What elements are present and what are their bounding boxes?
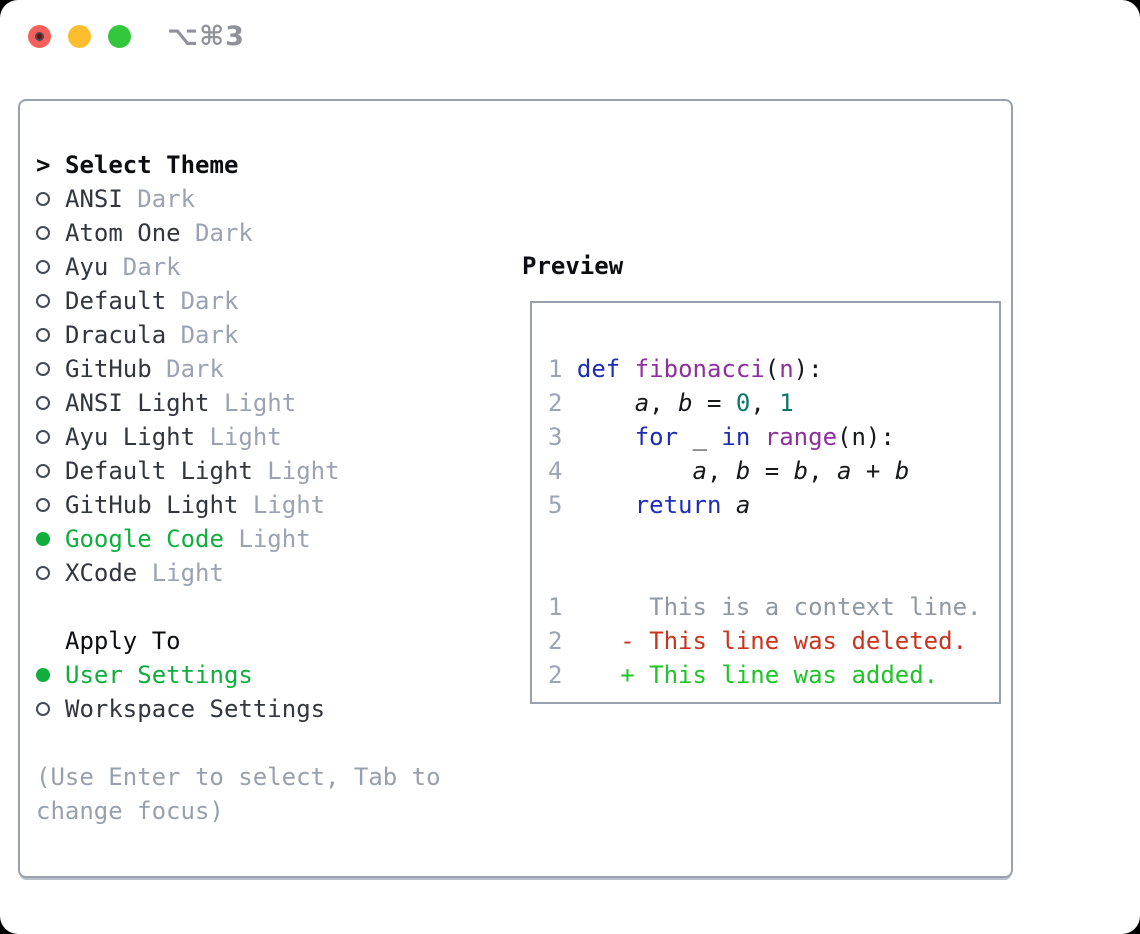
close-button[interactable] — [28, 25, 51, 48]
theme-name: Default Light — [65, 457, 253, 485]
theme-name: Atom One — [65, 219, 181, 247]
help-line: (Use Enter to select, Tab to — [36, 763, 441, 791]
spacer — [36, 590, 441, 624]
theme-option-atom-one[interactable]: Atom One Dark — [36, 216, 441, 250]
code-line: 2 a, b = 0, 1 — [548, 389, 794, 417]
radio-icon — [36, 566, 65, 580]
code-line: 1 This is a context line. — [548, 593, 982, 621]
theme-option-default-light[interactable]: Default Light Light — [36, 454, 441, 488]
theme-name: Ayu Light — [65, 423, 196, 451]
theme-variant: Light — [209, 389, 297, 417]
theme-variant: Dark — [108, 253, 181, 281]
theme-name: GitHub — [65, 355, 152, 383]
radio-icon — [36, 192, 65, 206]
preview-box: 1 def fibonacci(n): 2 a, b = 0, 1 3 for _ … — [530, 301, 1001, 704]
code-line: 1 def fibonacci(n): — [548, 355, 823, 383]
code-line — [548, 522, 999, 556]
code-line: 3 for _ in range(n): — [548, 423, 895, 451]
radio-icon — [36, 498, 65, 512]
theme-option-dracula[interactable]: Dracula Dark — [36, 318, 441, 352]
apply-option-label: User Settings — [65, 661, 253, 689]
radio-icon — [36, 396, 65, 410]
code-line — [548, 556, 999, 590]
theme-name: ANSI Light — [65, 389, 210, 417]
apply-to-header: Apply To — [36, 624, 441, 658]
radio-icon — [36, 294, 65, 308]
spacer — [36, 726, 441, 760]
radio-icon — [36, 430, 65, 444]
theme-option-google-code[interactable]: Google Code Light — [36, 522, 441, 556]
theme-variant: Dark — [180, 219, 253, 247]
theme-name: Google Code — [65, 525, 224, 553]
zoom-button[interactable] — [108, 25, 131, 48]
apply-to-label: Apply To — [65, 627, 181, 655]
theme-variant: Light — [137, 559, 224, 587]
code-line: 5 return a — [548, 491, 751, 519]
theme-name: ANSI — [65, 185, 123, 213]
theme-option-github[interactable]: GitHub Dark — [36, 352, 441, 386]
radio-icon — [36, 702, 65, 716]
code-line: 2 + This line was added. — [548, 661, 939, 689]
theme-variant: Dark — [122, 185, 196, 213]
select-theme-header: > Select Theme — [36, 148, 441, 182]
minimize-button[interactable] — [68, 25, 91, 48]
theme-option-ayu-light[interactable]: Ayu Light Light — [36, 420, 441, 454]
theme-option-ayu[interactable]: Ayu Dark — [36, 250, 441, 284]
code-line: 4 a, b = b, a + b — [548, 457, 910, 485]
theme-option-default[interactable]: Default Dark — [36, 284, 441, 318]
focus-caret-icon: > — [36, 151, 51, 179]
code-preview: 1 def fibonacci(n): 2 a, b = 0, 1 3 for _ … — [532, 303, 999, 692]
preview-label: Preview — [522, 252, 624, 280]
radio-icon — [36, 464, 65, 478]
help-text: (Use Enter to select, Tab to change focus… — [36, 760, 441, 828]
window-title: ⌥⌘3 — [167, 21, 245, 52]
apply-option-workspace-settings[interactable]: Workspace Settings — [36, 692, 441, 726]
theme-name: Default — [65, 287, 167, 315]
theme-option-xcode[interactable]: XCode Light — [36, 556, 441, 590]
theme-name: Dracula — [65, 321, 167, 349]
code-line: 2 - This line was deleted. — [548, 627, 968, 655]
radio-icon — [36, 362, 65, 376]
theme-variant: Dark — [166, 321, 239, 349]
theme-variant: Dark — [151, 355, 224, 383]
theme-variant: Light — [195, 423, 282, 451]
apply-option-label: Workspace Settings — [65, 695, 326, 723]
theme-variant: Light — [252, 457, 340, 485]
theme-name: Ayu — [65, 253, 109, 281]
close-dot-icon — [35, 32, 44, 41]
theme-variant: Light — [223, 525, 311, 553]
select-theme-label: Select Theme — [65, 151, 239, 179]
radio-icon — [36, 260, 65, 274]
help-line: change focus) — [36, 797, 224, 825]
radio-icon — [36, 668, 65, 682]
window-controls — [28, 25, 131, 48]
theme-option-ansi[interactable]: ANSI Dark — [36, 182, 441, 216]
radio-icon — [36, 328, 65, 342]
theme-variant: Dark — [166, 287, 239, 315]
radio-icon — [36, 226, 65, 240]
radio-icon — [36, 532, 65, 546]
theme-name: GitHub Light — [65, 491, 239, 519]
apply-option-user-settings[interactable]: User Settings — [36, 658, 441, 692]
theme-name: XCode — [65, 559, 138, 587]
theme-variant: Light — [238, 491, 326, 519]
theme-option-github-light[interactable]: GitHub Light Light — [36, 488, 441, 522]
theme-option-ansi-light[interactable]: ANSI Light Light — [36, 386, 441, 420]
